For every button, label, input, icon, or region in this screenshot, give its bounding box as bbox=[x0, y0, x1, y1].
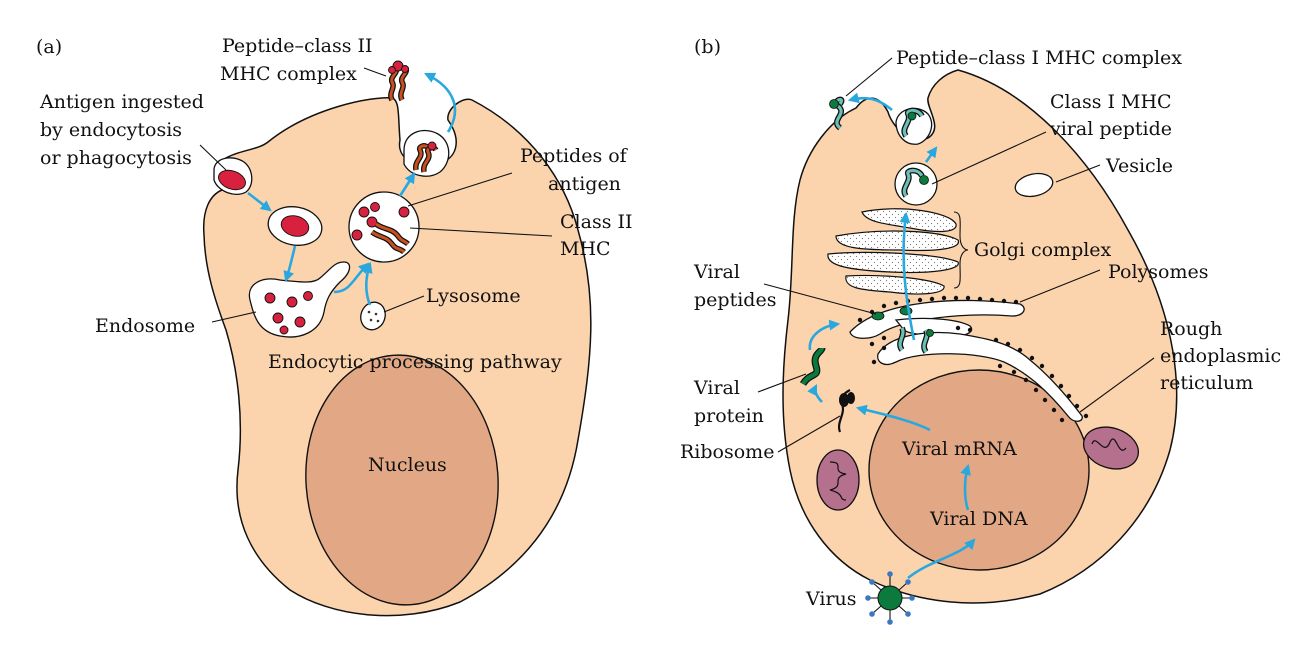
mitochondrion bbox=[1083, 426, 1139, 470]
rough-er bbox=[849, 295, 1089, 423]
class2-mhc-molecule bbox=[370, 221, 410, 255]
peptide-class2-complex bbox=[388, 60, 410, 102]
viral-protein-label-1: Viral bbox=[693, 377, 740, 399]
polysomes-label: Polysomes bbox=[1108, 261, 1208, 283]
golgi-label: Golgi complex bbox=[974, 239, 1112, 261]
peptides-label-2: antigen bbox=[548, 173, 621, 195]
lysosome-label: Lysosome bbox=[426, 285, 521, 307]
endosome-peptide bbox=[294, 316, 306, 328]
antigen-label-3: or phagocytosis bbox=[40, 147, 192, 169]
class1-mhc-surface bbox=[901, 107, 925, 138]
class2-label-1: Class II bbox=[560, 211, 633, 233]
endosome-peptide bbox=[279, 325, 289, 335]
antigen-label-2: by endocytosis bbox=[40, 119, 182, 141]
ribosome bbox=[838, 389, 855, 433]
virus bbox=[865, 571, 915, 625]
rough-er-label-3: reticulum bbox=[1160, 372, 1253, 394]
viral-peptides-label-1: Viral bbox=[693, 261, 740, 283]
class1-mhc-in-vesicle bbox=[901, 167, 929, 198]
endosome-label: Endosome bbox=[95, 315, 195, 337]
nucleus-b bbox=[868, 369, 1090, 571]
panel-a-letter: (a) bbox=[36, 36, 62, 58]
endosome-peptide bbox=[303, 291, 313, 301]
vesicle-label: Vesicle bbox=[1105, 155, 1173, 177]
peptide-class1-label: Peptide–class I MHC complex bbox=[896, 47, 1182, 69]
labels: (a) Peptide–class II MHC complex Antigen… bbox=[36, 35, 1281, 610]
peptide-class2-label-1: Peptide–class II bbox=[222, 35, 373, 57]
panel-a bbox=[199, 60, 592, 617]
rough-er-label-1: Rough bbox=[1160, 318, 1222, 340]
class1-label-1: Class I MHC bbox=[1050, 91, 1172, 113]
golgi-complex bbox=[827, 208, 959, 295]
class2-label-2: MHC bbox=[560, 238, 611, 260]
antigen-in-vesicle bbox=[280, 215, 310, 237]
nucleus-label: Nucleus bbox=[368, 454, 447, 476]
pathway-label: Endocytic processing pathway bbox=[268, 351, 562, 373]
viral-dna-label: Viral DNA bbox=[929, 508, 1028, 530]
ribosome-label: Ribosome bbox=[680, 441, 774, 463]
endosome-peptide bbox=[264, 292, 276, 304]
endosome-peptide bbox=[272, 312, 284, 324]
antigen-label-1: Antigen ingested bbox=[39, 91, 204, 113]
class1-label-2: viral peptide bbox=[1049, 118, 1172, 140]
lysosome bbox=[360, 301, 386, 331]
panel-b-letter: (b) bbox=[694, 36, 721, 58]
peptide-class1-complex bbox=[829, 96, 845, 131]
antigen-particle bbox=[218, 169, 246, 191]
viral-protein-label-2: protein bbox=[694, 405, 764, 427]
virus-label: Virus bbox=[805, 588, 857, 610]
panel-b bbox=[757, 57, 1178, 625]
rough-er-label-2: endoplasmic bbox=[1160, 345, 1281, 367]
vesicle bbox=[1014, 172, 1054, 198]
peptides-label-1: Peptides of bbox=[520, 145, 629, 167]
peptide-class2-label-2: MHC complex bbox=[220, 63, 357, 85]
endosome-peptide bbox=[286, 296, 298, 308]
viral-mrna-label: Viral mRNA bbox=[901, 438, 1017, 460]
viral-peptides-label-2: peptides bbox=[694, 289, 776, 311]
nucleus-a bbox=[305, 354, 499, 606]
